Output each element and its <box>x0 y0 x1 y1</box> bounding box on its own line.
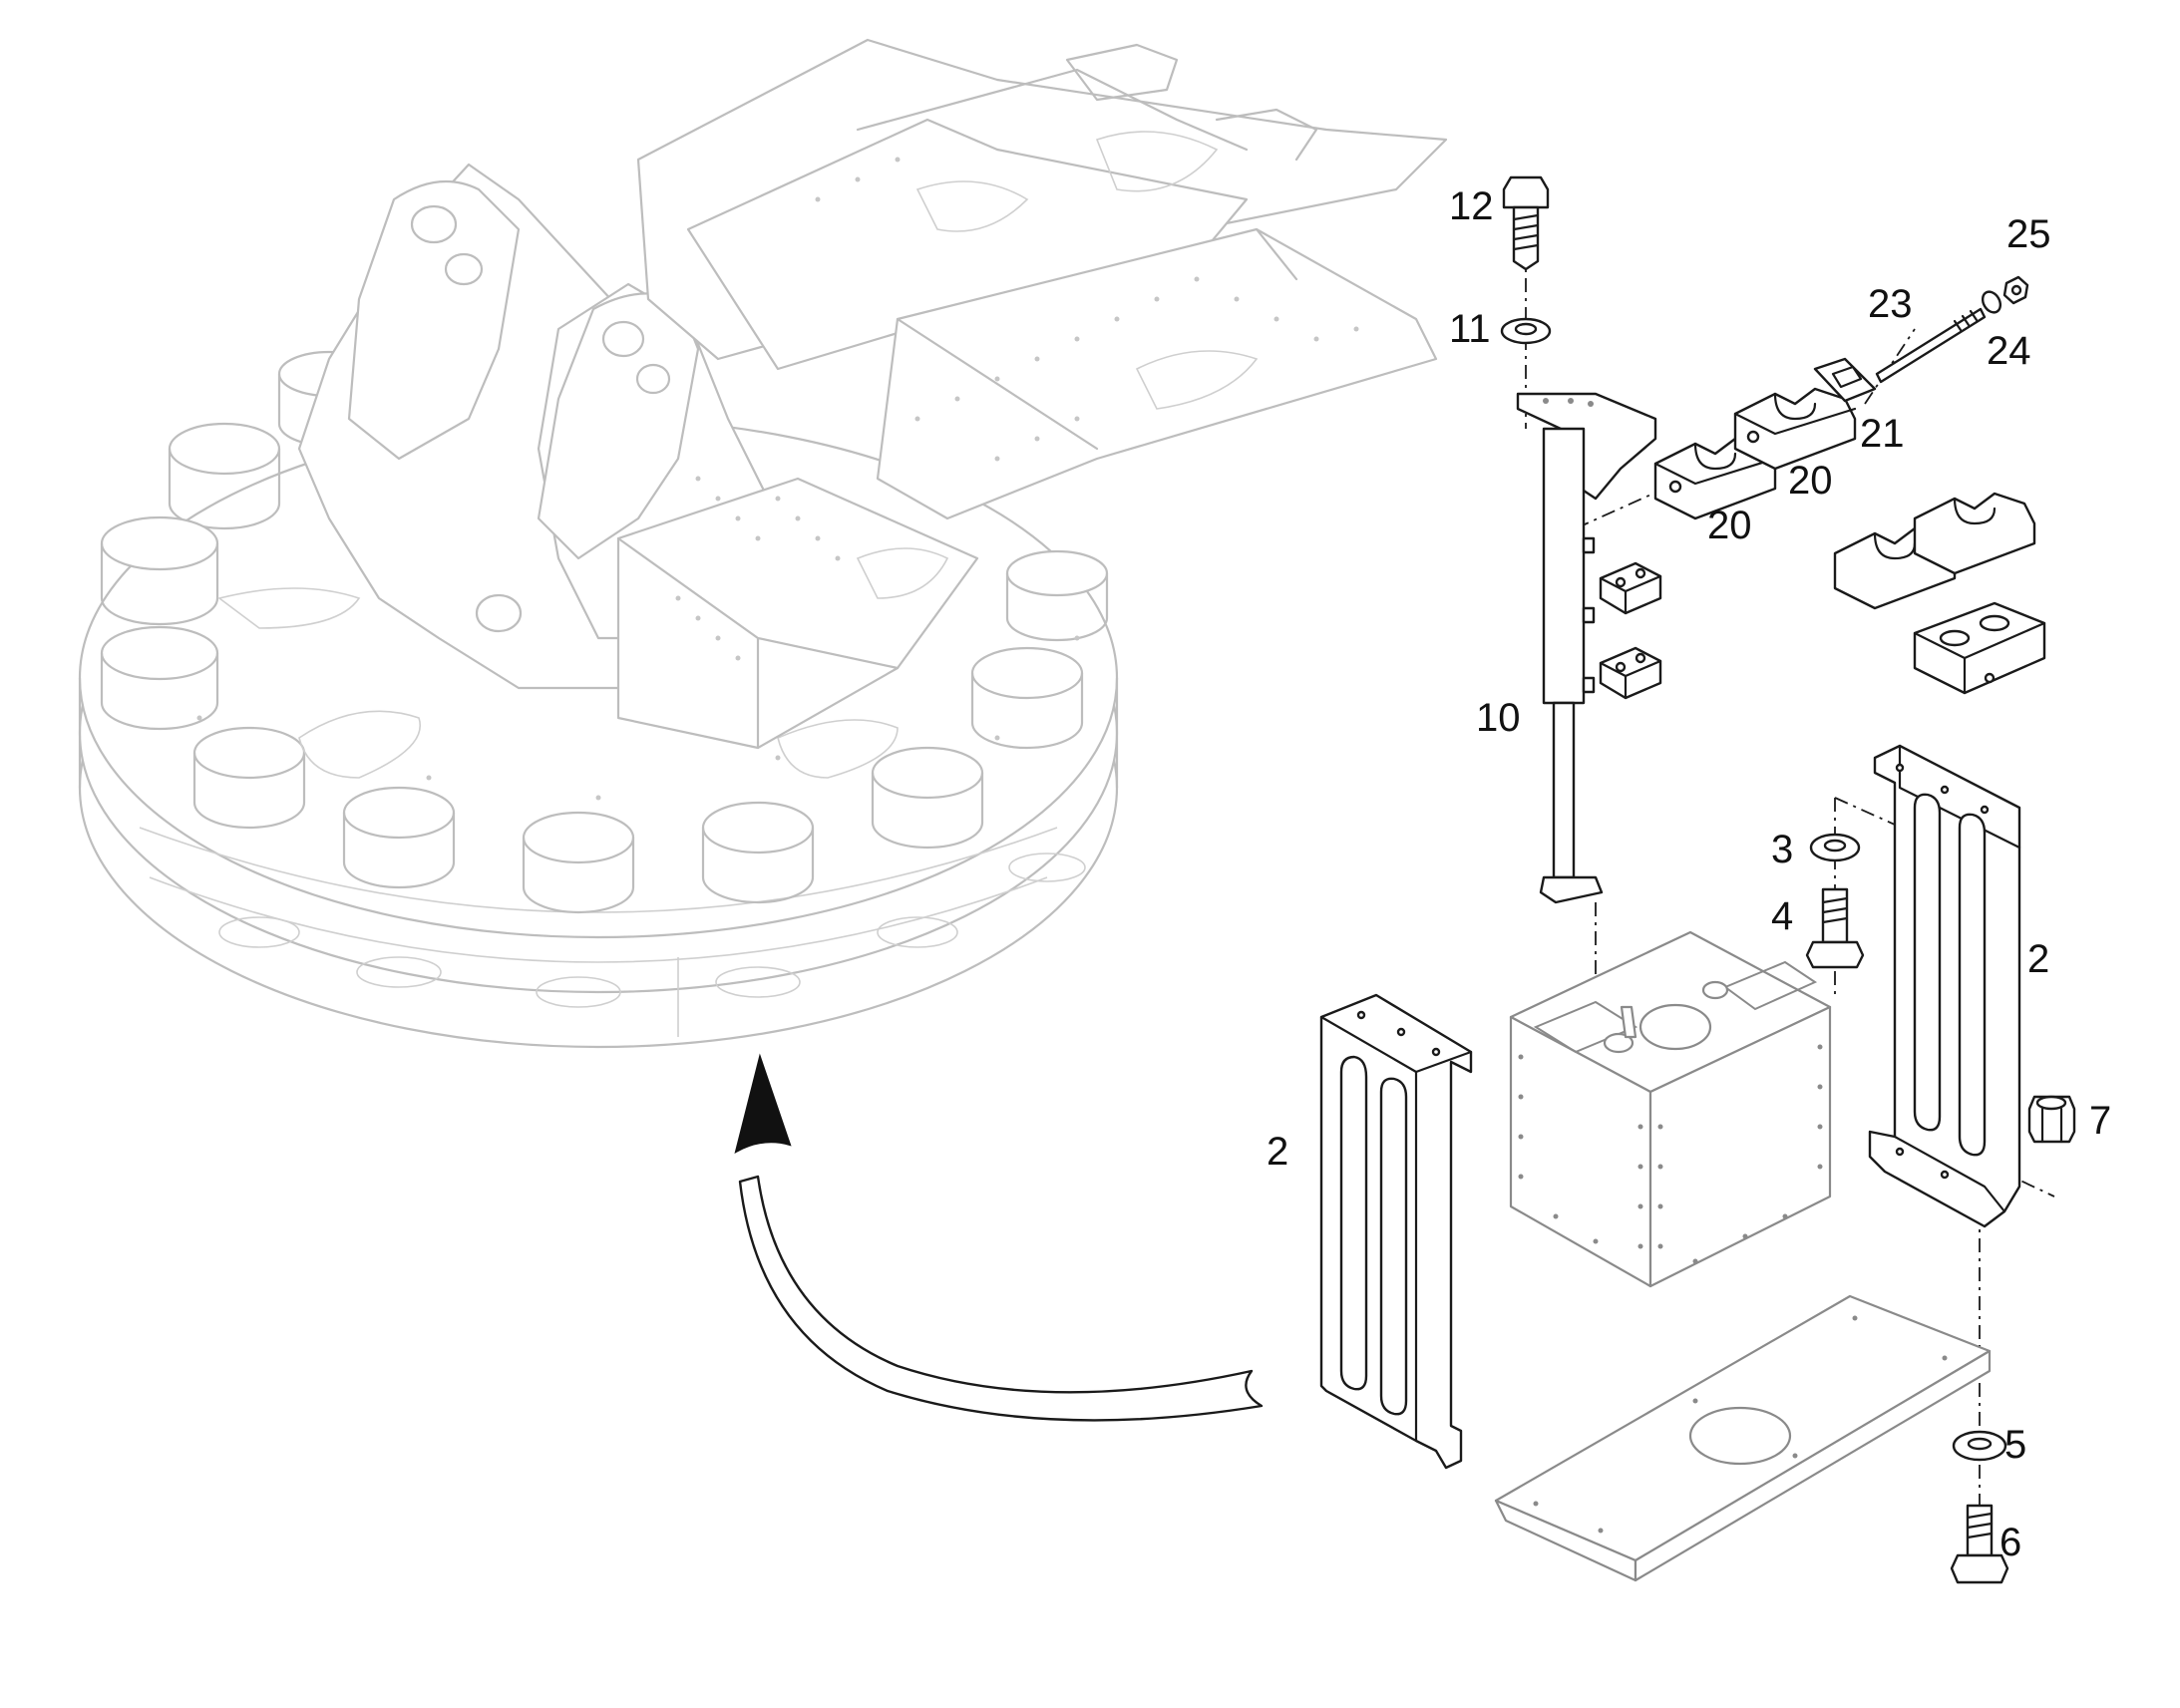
lower-ring-pads <box>218 853 1086 1008</box>
mounting-blocks <box>1599 561 1662 700</box>
callout-11: 11 <box>1449 307 1491 351</box>
callout-23: 23 <box>1868 282 1913 326</box>
bolt-6 <box>1950 1504 2009 1584</box>
machine-chassis-illustration <box>78 38 1448 1049</box>
callout-2-left: 2 <box>1267 1130 1288 1174</box>
callout-5: 5 <box>2004 1423 2026 1467</box>
callout-3: 3 <box>1771 828 1793 871</box>
pipe-clamp-20-right <box>1733 387 1857 471</box>
pipe-clamp-20-left <box>1653 437 1777 520</box>
install-arrow <box>734 1053 1264 1422</box>
base-plate <box>1494 1294 1992 1582</box>
callout-20-upper: 20 <box>1788 459 1833 503</box>
callout-6: 6 <box>1999 1521 2021 1564</box>
washer-24 <box>1981 290 2002 314</box>
callout-21: 21 <box>1860 412 1905 456</box>
callout-2-right: 2 <box>2027 937 2049 981</box>
bolt-4 <box>1805 887 1865 969</box>
support-bar-10 <box>1516 392 1657 904</box>
washer-3 <box>1809 833 1861 862</box>
callout-10: 10 <box>1476 696 1521 740</box>
callout-12: 12 <box>1449 184 1494 228</box>
bracket-2-left <box>1319 993 1473 1470</box>
callout-4: 4 <box>1771 894 1793 938</box>
pipe-clamp-set <box>1833 492 2046 695</box>
washer-5 <box>1952 1430 2007 1462</box>
washer-11 <box>1500 317 1552 345</box>
battery <box>1509 930 1832 1288</box>
callout-labels: 12 11 25 23 24 21 20 20 10 3 4 2 2 7 5 6 <box>1267 184 2111 1564</box>
frame-holes <box>196 157 1359 801</box>
callout-7: 7 <box>2089 1099 2111 1143</box>
bracket-2-right <box>1868 744 2021 1228</box>
callout-24: 24 <box>1987 329 2031 373</box>
plate-21 <box>1813 357 1877 403</box>
nut-7 <box>2027 1095 2076 1144</box>
callout-20-lower: 20 <box>1707 504 1752 547</box>
callout-25: 25 <box>2006 212 2051 256</box>
nut-25 <box>2002 275 2029 305</box>
bolt-12 <box>1502 175 1550 271</box>
threaded-stud-23 <box>1875 307 1987 384</box>
